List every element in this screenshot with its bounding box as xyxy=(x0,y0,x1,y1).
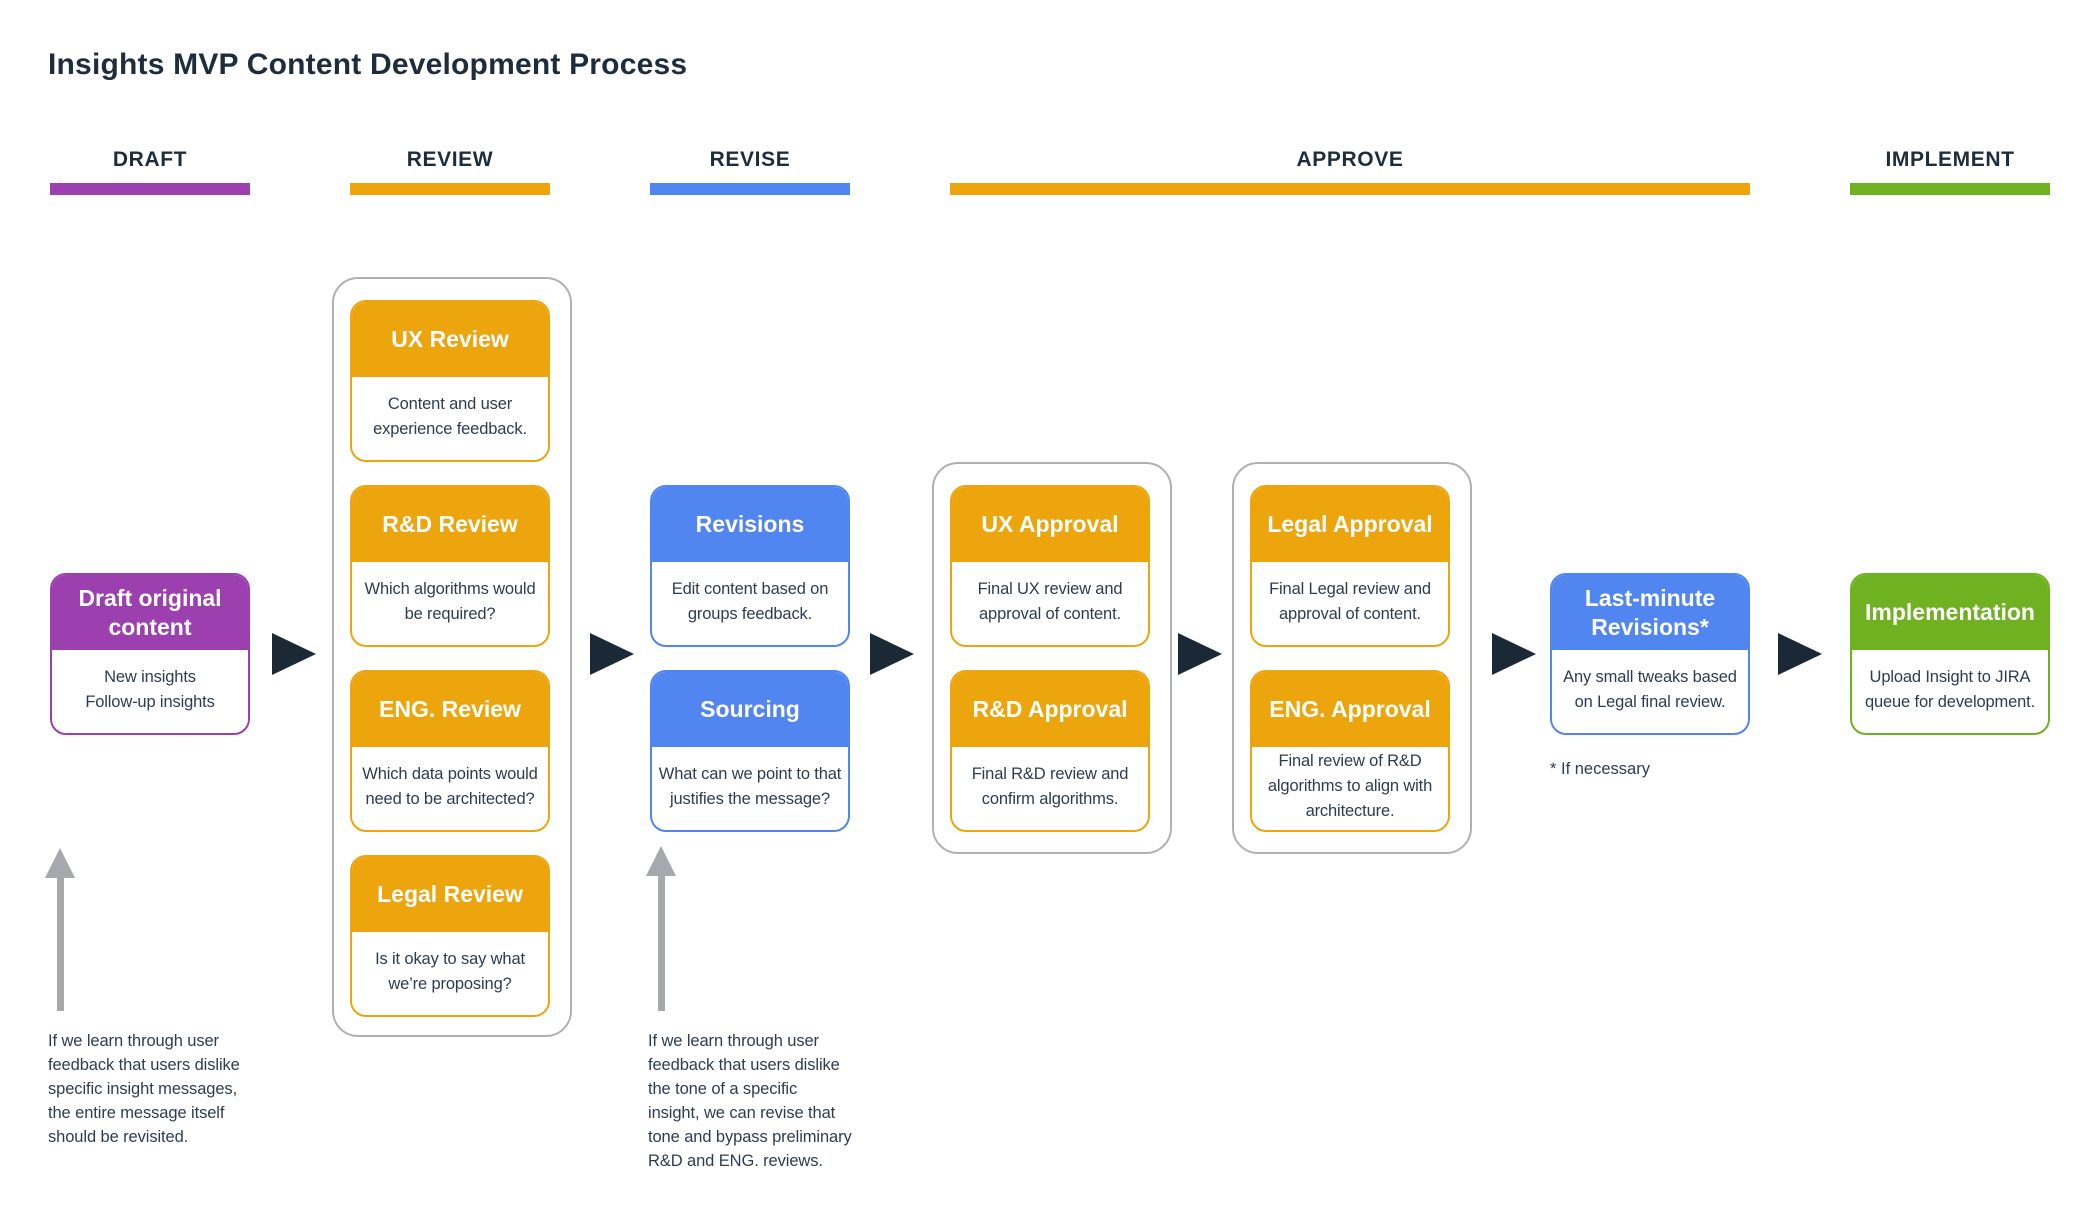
stage-revise: REVISE xyxy=(650,148,850,195)
feedback-arrow-up-icon-draft xyxy=(45,848,75,1011)
card-ux-approval: UX Approval Final UX review and approval… xyxy=(950,485,1150,647)
card-legal-review-title: Legal Review xyxy=(352,857,548,932)
stage-label-approve: APPROVE xyxy=(1296,148,1404,171)
card-implementation: Implementation Upload Insight to JIRA qu… xyxy=(1850,573,2050,735)
flow-arrow-right-icon-4 xyxy=(1178,633,1222,675)
card-eng-approval: ENG. Approval Final review of R&D algori… xyxy=(1250,670,1450,832)
card-rd-review-title: R&D Review xyxy=(352,487,548,562)
card-ux-review-body: Content and user experience feedback. xyxy=(373,394,527,438)
flow-arrow-right-icon-2 xyxy=(590,633,634,675)
card-last-minute-revisions-title: Last-minute Revisions* xyxy=(1552,575,1748,650)
stage-bar-approve xyxy=(950,183,1750,195)
card-eng-review-title: ENG. Review xyxy=(352,672,548,747)
card-legal-review: Legal Review Is it okay to say what we’r… xyxy=(350,855,550,1017)
stage-bar-revise xyxy=(650,183,850,195)
approve-group-1-frame xyxy=(932,462,1172,854)
stage-label-revise: REVISE xyxy=(709,148,791,171)
review-group-frame xyxy=(332,277,572,1037)
card-draft-title: Draft original content xyxy=(52,575,248,650)
note-revise-feedback: If we learn through user feedback that u… xyxy=(648,1032,852,1170)
card-rd-review: R&D Review Which algorithms would be req… xyxy=(350,485,550,647)
card-revisions: Revisions Edit content based on groups f… xyxy=(650,485,850,647)
card-revisions-title: Revisions xyxy=(652,487,848,562)
stage-approve: APPROVE xyxy=(950,148,1750,195)
page-title: Insights MVP Content Development Process xyxy=(48,48,688,81)
feedback-arrow-shaft xyxy=(657,876,665,1011)
feedback-arrow-shaft xyxy=(56,878,64,1011)
note-draft-feedback: If we learn through user feedback that u… xyxy=(48,1032,240,1146)
feedback-arrow-head xyxy=(45,848,75,878)
stage-label-implement: IMPLEMENT xyxy=(1885,148,2015,171)
feedback-arrow-up-icon-revise xyxy=(646,846,676,1011)
card-eng-review: ENG. Review Which data points would need… xyxy=(350,670,550,832)
card-eng-review-body: Which data points would need to be archi… xyxy=(362,764,538,808)
stage-label-draft: DRAFT xyxy=(112,148,188,171)
card-ux-review-title: UX Review xyxy=(352,302,548,377)
card-rd-approval-body: Final R&D review and confirm algorithms. xyxy=(971,764,1129,808)
card-draft-original-content: Draft original content New insights Foll… xyxy=(50,573,250,735)
card-implementation-body: Upload Insight to JIRA queue for develop… xyxy=(1864,667,2036,711)
flow-arrow-right-icon-3 xyxy=(870,633,914,675)
approve-group-2-frame xyxy=(1232,462,1472,854)
card-implementation-title: Implementation xyxy=(1852,575,2048,650)
card-eng-approval-body: Final review of R&D algorithms to align … xyxy=(1267,752,1433,820)
stage-label-review: REVIEW xyxy=(406,148,494,171)
card-legal-approval: Legal Approval Final Legal review and ap… xyxy=(1250,485,1450,647)
card-ux-approval-body: Final UX review and approval of content. xyxy=(977,579,1123,623)
card-last-minute-revisions-body: Any small tweaks based on Legal final re… xyxy=(1563,667,1737,711)
stage-bar-review xyxy=(350,183,550,195)
card-sourcing-title: Sourcing xyxy=(652,672,848,747)
card-ux-review: UX Review Content and user experience fe… xyxy=(350,300,550,462)
card-eng-approval-title: ENG. Approval xyxy=(1252,672,1448,747)
stage-bar-draft xyxy=(50,183,250,195)
card-rd-review-body: Which algorithms would be required? xyxy=(364,579,536,623)
card-sourcing: Sourcing What can we point to that justi… xyxy=(650,670,850,832)
card-legal-approval-title: Legal Approval xyxy=(1252,487,1448,562)
stage-review: REVIEW xyxy=(350,148,550,195)
card-last-minute-revisions: Last-minute Revisions* Any small tweaks … xyxy=(1550,573,1750,735)
flow-arrow-right-icon-5 xyxy=(1492,633,1536,675)
stage-draft: DRAFT xyxy=(50,148,250,195)
card-rd-approval: R&D Approval Final R&D review and confir… xyxy=(950,670,1150,832)
card-ux-approval-title: UX Approval xyxy=(952,487,1148,562)
card-revisions-body: Edit content based on groups feedback. xyxy=(671,579,829,623)
flow-arrow-right-icon-1 xyxy=(272,633,316,675)
flow-arrow-right-icon-6 xyxy=(1778,633,1822,675)
card-legal-approval-body: Final Legal review and approval of conte… xyxy=(1269,579,1431,623)
card-draft-body: New insights Follow-up insights xyxy=(85,667,215,711)
feedback-arrow-head xyxy=(646,846,676,876)
card-sourcing-body: What can we point to that justifies the … xyxy=(658,764,842,808)
card-legal-review-body: Is it okay to say what we’re proposing? xyxy=(375,949,525,993)
footnote-if-necessary: * If necessary xyxy=(1550,760,1650,778)
card-rd-approval-title: R&D Approval xyxy=(952,672,1148,747)
stage-bar-implement xyxy=(1850,183,2050,195)
stage-implement: IMPLEMENT xyxy=(1850,148,2050,195)
